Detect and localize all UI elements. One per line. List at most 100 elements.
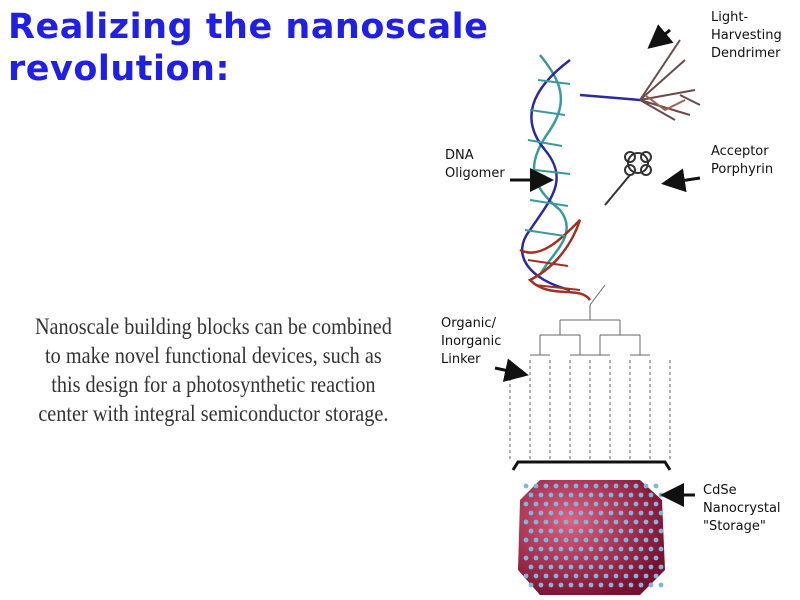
label-line: Linker (441, 352, 481, 367)
atom (528, 582, 534, 588)
atom (648, 564, 654, 570)
atom (563, 555, 569, 561)
atom (533, 483, 539, 489)
atom (573, 555, 579, 561)
body-paragraph: Nanoscale building blocks can be combine… (0, 312, 427, 428)
atom (613, 483, 619, 489)
atom (573, 483, 579, 489)
label-acceptor-porphyrin: Acceptor Porphyrin (711, 143, 773, 179)
atom (638, 492, 644, 498)
atom (558, 510, 564, 516)
atom (568, 510, 574, 516)
atom (618, 510, 624, 516)
label-line: Harvesting (711, 28, 782, 43)
atom (598, 492, 604, 498)
atom (543, 537, 549, 543)
atom (588, 492, 594, 498)
atom (603, 501, 609, 507)
atom (548, 582, 554, 588)
title-line-2: revolution: (8, 49, 230, 89)
atom (638, 510, 644, 516)
dna-base-pairs (524, 79, 581, 291)
dna-helix-strand (519, 54, 641, 301)
label-dna-oligomer: DNA Oligomer (445, 147, 505, 183)
atom (563, 519, 569, 525)
atom (553, 483, 559, 489)
atom (608, 510, 614, 516)
atom (568, 582, 574, 588)
body-line: Nanoscale building blocks can be combine… (34, 314, 392, 339)
atom (578, 546, 584, 552)
atom (548, 528, 554, 534)
atom (533, 537, 539, 543)
atom (558, 546, 564, 552)
atom (643, 573, 649, 579)
atom (583, 483, 589, 489)
atom (628, 546, 634, 552)
atom (623, 555, 629, 561)
porphyrin (604, 151, 652, 206)
atom (653, 501, 659, 507)
label-nanocrystal: CdSe Nanocrystal "Storage" (703, 482, 781, 536)
atom (588, 546, 594, 552)
atom (563, 483, 569, 489)
atom (573, 537, 579, 543)
atom (623, 537, 629, 543)
atom (658, 564, 664, 570)
atom (633, 501, 639, 507)
atom (543, 483, 549, 489)
atom (628, 582, 634, 588)
atom (613, 501, 619, 507)
atom (618, 528, 624, 534)
atom (603, 537, 609, 543)
atom (543, 519, 549, 525)
atom (548, 564, 554, 570)
atom (638, 564, 644, 570)
atom (658, 492, 664, 498)
atom (633, 483, 639, 489)
label-line: Light- (711, 10, 749, 25)
atom (588, 510, 594, 516)
atom (588, 564, 594, 570)
atom (643, 501, 649, 507)
atom (643, 555, 649, 561)
atom (598, 528, 604, 534)
atom (528, 546, 534, 552)
atom (628, 510, 634, 516)
atom (658, 546, 664, 552)
atom (588, 528, 594, 534)
atom (593, 537, 599, 543)
atom (583, 519, 589, 525)
atom (653, 573, 659, 579)
atom (618, 582, 624, 588)
label-arrows (494, 24, 701, 507)
atom (623, 483, 629, 489)
atom (568, 492, 574, 498)
atom (553, 555, 559, 561)
label-line: Oligomer (445, 166, 505, 181)
body-line: to make novel functional devices, such a… (45, 343, 382, 368)
atom (653, 519, 659, 525)
atom (653, 483, 659, 489)
cdse-nanocrystal (518, 480, 665, 595)
atom (578, 582, 584, 588)
atom (643, 519, 649, 525)
atom (553, 519, 559, 525)
atom (568, 546, 574, 552)
atom (528, 492, 534, 498)
atom (528, 528, 534, 534)
atom (623, 501, 629, 507)
atom (593, 483, 599, 489)
label-line: CdSe (703, 483, 737, 498)
atom (613, 537, 619, 543)
atom (628, 528, 634, 534)
atom (583, 501, 589, 507)
atom (653, 537, 659, 543)
atom (558, 582, 564, 588)
atom (608, 492, 614, 498)
atom (603, 483, 609, 489)
atom (638, 528, 644, 534)
atom (553, 573, 559, 579)
atom (623, 519, 629, 525)
atom (523, 483, 529, 489)
